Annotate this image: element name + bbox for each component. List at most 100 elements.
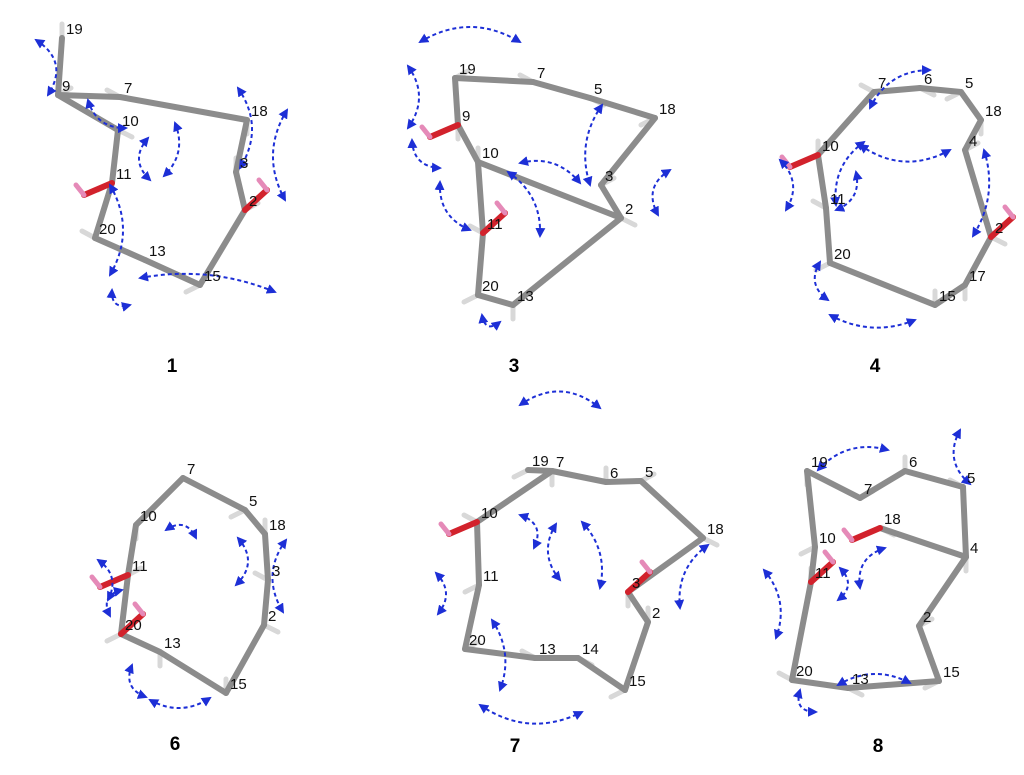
noe-correlation-arrow [971, 148, 992, 238]
noe-correlation-arrow [836, 566, 850, 602]
carbon-bond [223, 622, 267, 696]
carbon-bond [109, 127, 121, 186]
carbon-bond [962, 117, 984, 153]
noe-correlation-arrow [836, 673, 912, 687]
noe-correlation-arrow [811, 260, 830, 302]
carbon-bond [916, 554, 969, 629]
atom-label: 10 [140, 508, 157, 525]
compound-label: 6 [170, 734, 181, 755]
carbon-bond [804, 468, 818, 550]
noe-correlation-arrow [406, 64, 420, 130]
oxygen-bond [81, 180, 115, 198]
hydroxyl-hydrogen [89, 574, 103, 590]
noe-correlation-arrow [778, 158, 795, 212]
atom-label: 2 [923, 609, 931, 626]
hydroxyl-hydrogen [73, 182, 87, 198]
noe-correlation-arrow [138, 136, 152, 182]
atom-label: 20 [796, 663, 813, 680]
carbon-bond [125, 522, 139, 578]
carbon-bond [932, 282, 968, 308]
hydroxyl-hydrogen [256, 177, 270, 193]
oxygen-bond [849, 525, 883, 543]
atom-label: 18 [659, 101, 676, 118]
hydroxyl-hydrogen [438, 521, 452, 537]
carbon-bond [827, 260, 938, 308]
atom-label: 2 [249, 193, 257, 210]
atom-label: 18 [985, 103, 1002, 120]
carbon-bond [789, 677, 851, 691]
carbon-bond [917, 85, 964, 95]
carbon-bond [242, 507, 268, 537]
carbon-bond [857, 468, 908, 501]
hydroxyl-hydrogen [841, 527, 855, 543]
oxygen-bond [988, 214, 1016, 240]
noe-correlation-arrow [101, 587, 124, 618]
atom-label: 20 [482, 278, 499, 295]
atom-label: 7 [878, 75, 886, 92]
carbon-bond [452, 75, 536, 85]
carbon-bond [598, 182, 624, 221]
atom-label: 13 [539, 641, 556, 658]
atom-label: 14 [582, 641, 599, 658]
atom-label: 20 [125, 617, 142, 634]
noe-correlation-arrow [164, 521, 198, 540]
atom-label: 7 [124, 80, 132, 97]
atom-label: 10 [482, 145, 499, 162]
atom-label: 11 [116, 166, 132, 183]
noe-correlation-arrow [109, 183, 124, 277]
atom-label: 4 [969, 133, 977, 150]
compound-label: 7 [510, 736, 521, 757]
carbon-bond [452, 75, 461, 128]
carbon-bond [789, 579, 814, 683]
noe-correlation-arrow [816, 443, 890, 472]
atom-label: 11 [487, 216, 503, 233]
atom-label: 20 [834, 246, 851, 263]
carbon-bond [262, 531, 271, 583]
carbon-bond [118, 631, 163, 655]
noe-correlation-arrow [858, 143, 952, 163]
noe-correlation-arrow [580, 520, 607, 590]
atom-label: 6 [924, 71, 932, 88]
oxygen-bond [787, 152, 821, 170]
atom-label: 7 [864, 481, 872, 498]
noe-correlation-arrow [124, 663, 148, 699]
atom-label: 11 [132, 558, 148, 575]
carbon-bond [603, 478, 644, 485]
noe-correlation-arrow [236, 86, 253, 170]
atom-label: 2 [652, 605, 660, 622]
compound-label: 8 [873, 736, 884, 757]
carbon-bond [475, 230, 486, 298]
carbon-bond [815, 89, 877, 158]
carbon-bond [916, 623, 942, 684]
atom-label: 4 [970, 540, 978, 557]
noe-correlation-arrow [853, 545, 887, 590]
carbon-bond [233, 169, 248, 213]
carbon-bond [180, 475, 248, 513]
carbon-bond [625, 589, 651, 625]
atom-label: 20 [469, 632, 486, 649]
atom-label: 11 [815, 565, 831, 582]
atom-label: 19 [532, 453, 549, 470]
carbon-bond [622, 619, 651, 693]
hydroxyl-hydrogen [639, 559, 653, 575]
oxygen-bond [480, 210, 508, 236]
atom-label: 3 [272, 563, 280, 580]
atom-label: 5 [249, 493, 257, 510]
noe-correlation-arrow [792, 688, 818, 717]
carbon-bond [638, 478, 706, 541]
carbon-bond [962, 234, 994, 288]
carbon-bond [475, 159, 486, 236]
oxygen-bond [808, 559, 836, 585]
atom-label: 5 [967, 470, 975, 487]
noe-correlation-arrow [951, 428, 972, 486]
noe-correlation-arrow [518, 512, 542, 550]
noe-correlation-arrow [106, 288, 132, 312]
carbon-bond [261, 577, 271, 628]
noe-correlation-arrow [478, 703, 584, 725]
carbon-bond [960, 484, 969, 560]
